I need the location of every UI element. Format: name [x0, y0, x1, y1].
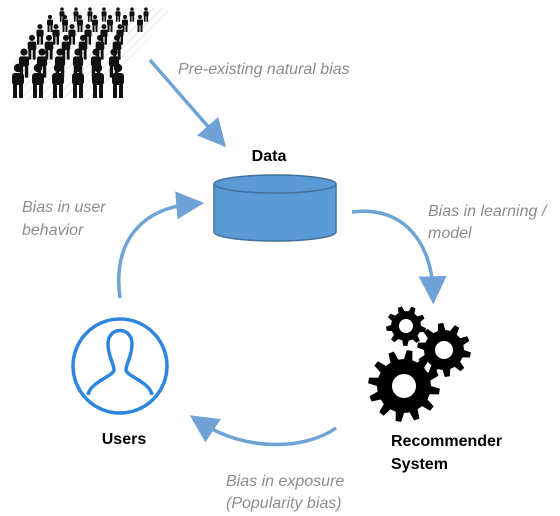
person-icon	[87, 7, 93, 22]
arrow-recommender-to-users	[189, 415, 338, 447]
person-icon	[68, 24, 76, 45]
users-label: Users	[102, 431, 147, 448]
arrow-crowd-to-data	[148, 58, 227, 148]
person-icon	[143, 7, 149, 22]
person-icon	[52, 24, 60, 45]
bias-user-behavior-label-line1: Bias in user	[22, 199, 106, 216]
person-icon	[115, 7, 121, 22]
person-icon	[92, 14, 98, 32]
person-icon	[59, 7, 65, 22]
bias-user-behavior-label-line2: behavior	[22, 222, 84, 239]
person-icon	[107, 14, 113, 32]
person-icon	[84, 24, 92, 45]
data-label: Data	[252, 148, 287, 165]
person-icon	[137, 14, 143, 32]
bias-exposure-label-line1: Bias in exposure	[226, 473, 344, 490]
gear-icon	[386, 306, 426, 346]
person-icon	[122, 14, 128, 32]
gear-icon	[417, 323, 471, 377]
person-icon	[18, 48, 30, 78]
person-icon	[101, 7, 107, 22]
user-icon	[71, 317, 169, 415]
bias-learning-label-line2: model	[428, 225, 472, 242]
recommender-label-line1: Recommender	[391, 433, 502, 450]
person-icon	[77, 14, 83, 32]
person-icon	[116, 24, 124, 45]
person-icon	[27, 34, 37, 60]
recommender-label-line2: System	[391, 456, 448, 473]
bias-pre-existing-label: Pre-existing natural bias	[178, 61, 350, 78]
person-icon	[44, 34, 54, 60]
person-icon	[129, 7, 135, 22]
person-icon	[100, 24, 108, 45]
person-icon	[61, 34, 71, 60]
arrow-users-to-data	[117, 191, 205, 299]
crowd-icon	[12, 7, 168, 100]
person-icon	[47, 14, 53, 32]
gear-icon	[368, 350, 440, 422]
person-icon	[73, 7, 79, 22]
gears-icon	[368, 306, 471, 422]
person-icon	[36, 24, 44, 45]
database-icon	[213, 174, 337, 242]
arrow-data-to-recommender	[351, 209, 447, 305]
person-icon	[36, 48, 48, 78]
bias-learning-label-line1: Bias in learning /	[428, 203, 548, 220]
bias-exposure-label-line2: (Popularity bias)	[226, 495, 342, 512]
